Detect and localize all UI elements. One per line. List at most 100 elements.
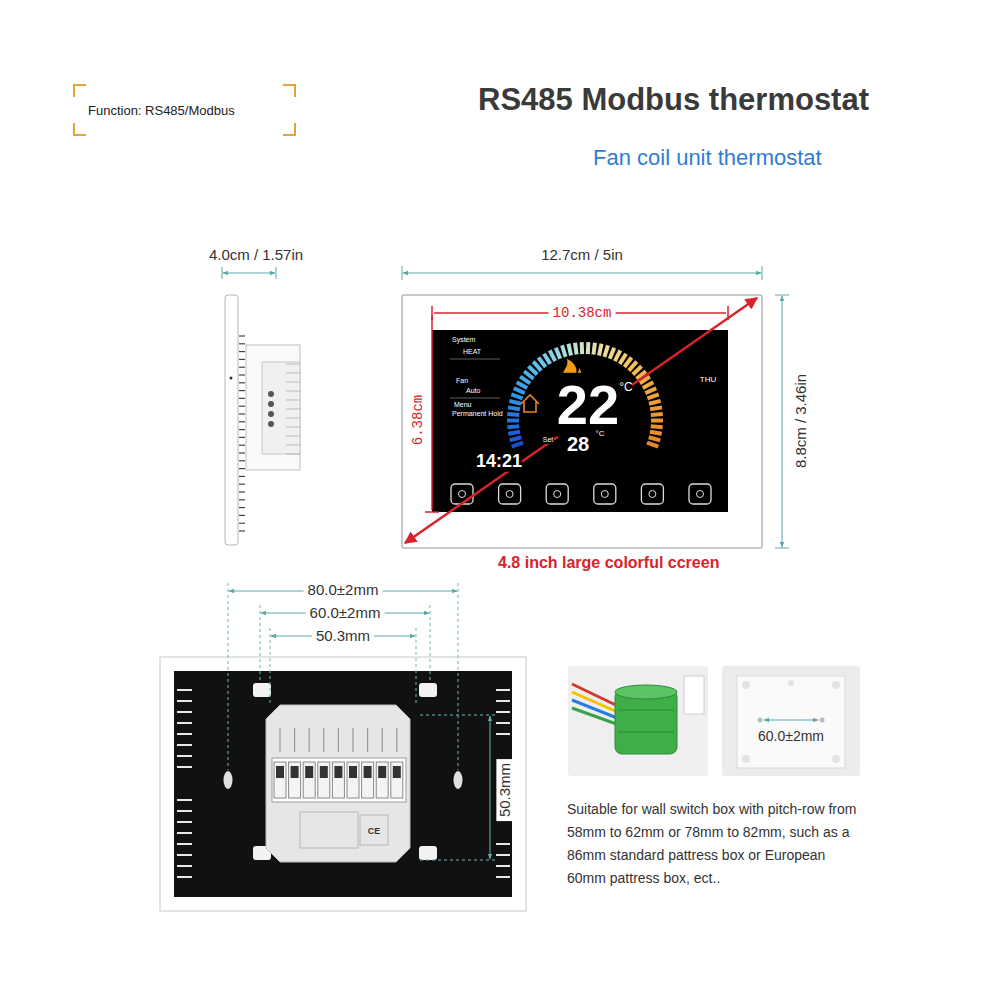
vent-slot	[177, 876, 192, 878]
terminal-screw	[332, 762, 344, 798]
front-view	[402, 266, 789, 548]
temperature-gauge	[533, 362, 541, 371]
side-view	[268, 411, 274, 417]
vent-slot	[177, 700, 192, 702]
vent-ticks	[239, 390, 245, 391]
vent-ticks	[239, 499, 245, 500]
front-view	[450, 359, 500, 360]
touch-button	[499, 484, 521, 504]
vent-slot	[177, 865, 192, 867]
guide-line	[416, 628, 417, 704]
note: Suitable for wall switch box with pitch-…	[567, 798, 867, 890]
touch-button	[689, 484, 711, 504]
temperature-gauge	[538, 357, 545, 367]
vent-ticks	[239, 445, 245, 446]
terminal-screw	[305, 766, 313, 778]
guide-line	[228, 583, 496, 860]
screen-text: Fan	[456, 377, 468, 385]
vent-slot	[177, 843, 192, 845]
side-view	[268, 401, 274, 407]
vent-ticks	[239, 468, 245, 469]
terminal-marking	[279, 728, 280, 752]
touch-button	[451, 484, 473, 504]
terminal-marking	[382, 728, 383, 752]
terminal-screw	[320, 766, 328, 778]
terminal-marking	[294, 728, 295, 752]
terminal-module	[266, 705, 410, 862]
terminal-marking	[396, 728, 397, 752]
pattress-box-photo	[758, 718, 763, 723]
terminal-screw	[303, 762, 315, 798]
temperature-gauge	[649, 437, 661, 440]
vent-ticks	[239, 491, 245, 492]
housing-ribs	[286, 418, 300, 419]
vent-ticks	[239, 398, 245, 399]
housing-ribs	[286, 382, 300, 383]
side-view	[268, 391, 274, 397]
temperature-gauge	[514, 388, 525, 393]
terminal-screw	[347, 762, 359, 798]
dimension-label: 12.7cm / 5in	[541, 246, 623, 263]
front-view	[775, 548, 789, 549]
terminal-marking	[280, 728, 397, 752]
weekday: THU	[700, 375, 716, 384]
vent-ticks	[239, 437, 245, 438]
touch-button	[594, 484, 616, 504]
screen-dimension: 10.38cm	[549, 305, 616, 321]
touch-button	[601, 491, 608, 498]
touch-button	[546, 484, 568, 504]
vent-slot	[177, 722, 192, 724]
vent-slot	[496, 733, 510, 735]
junction-box-photo	[568, 666, 708, 776]
pattress-box-photo	[788, 680, 794, 686]
junction-box-photo	[684, 676, 704, 714]
temperature-gauge	[568, 344, 571, 356]
terminal-screw	[274, 762, 286, 798]
touch-button	[594, 484, 616, 504]
touch-button	[689, 484, 711, 504]
pattress-box-photo	[832, 755, 840, 763]
back-view	[174, 671, 512, 897]
pattress-box-photo	[832, 681, 840, 689]
terminal-screw	[347, 762, 359, 798]
corner-bracket	[74, 85, 295, 135]
set-temperature: 28	[567, 433, 589, 456]
front-view	[432, 330, 728, 512]
terminal-marking	[309, 728, 310, 752]
back-view	[360, 815, 388, 845]
screen-text: Auto	[466, 387, 480, 395]
dimension-label: 8.8cm / 3.46in	[792, 374, 809, 468]
housing-ribs	[286, 445, 300, 446]
title: RS485 Modbus thermostat	[478, 82, 869, 118]
vent-slot	[177, 711, 192, 713]
pattress-box-photo	[722, 666, 860, 776]
terminal-screw	[303, 762, 315, 798]
vent-slot	[177, 854, 192, 856]
temperature-gauge	[610, 348, 614, 359]
vent-ticks	[239, 452, 245, 453]
vent-slot	[177, 689, 192, 691]
screen-text: Permanent Hold	[452, 410, 503, 418]
side-view	[268, 421, 274, 427]
temperature-gauge	[624, 357, 631, 367]
temperature-gauge	[556, 348, 560, 359]
vent-slot	[177, 799, 192, 801]
diagonal-arrow	[405, 298, 757, 543]
terminal-marking	[352, 728, 353, 752]
housing-ribs	[286, 391, 300, 392]
terminal-screw	[291, 766, 299, 778]
vent-slot	[177, 832, 192, 834]
vent-ticks	[239, 374, 245, 375]
temperature-gauge	[651, 419, 663, 423]
terminal-screw	[318, 762, 330, 798]
back-view	[160, 657, 526, 911]
side-view	[222, 267, 223, 279]
side-view	[246, 345, 300, 470]
temperature-gauge	[511, 394, 522, 398]
guide-line	[420, 715, 496, 716]
vent-slot	[496, 711, 510, 713]
pattress-box-photo	[742, 681, 750, 689]
screen-dimension: 6.38cm	[410, 395, 426, 445]
vent-ticks	[239, 413, 245, 414]
